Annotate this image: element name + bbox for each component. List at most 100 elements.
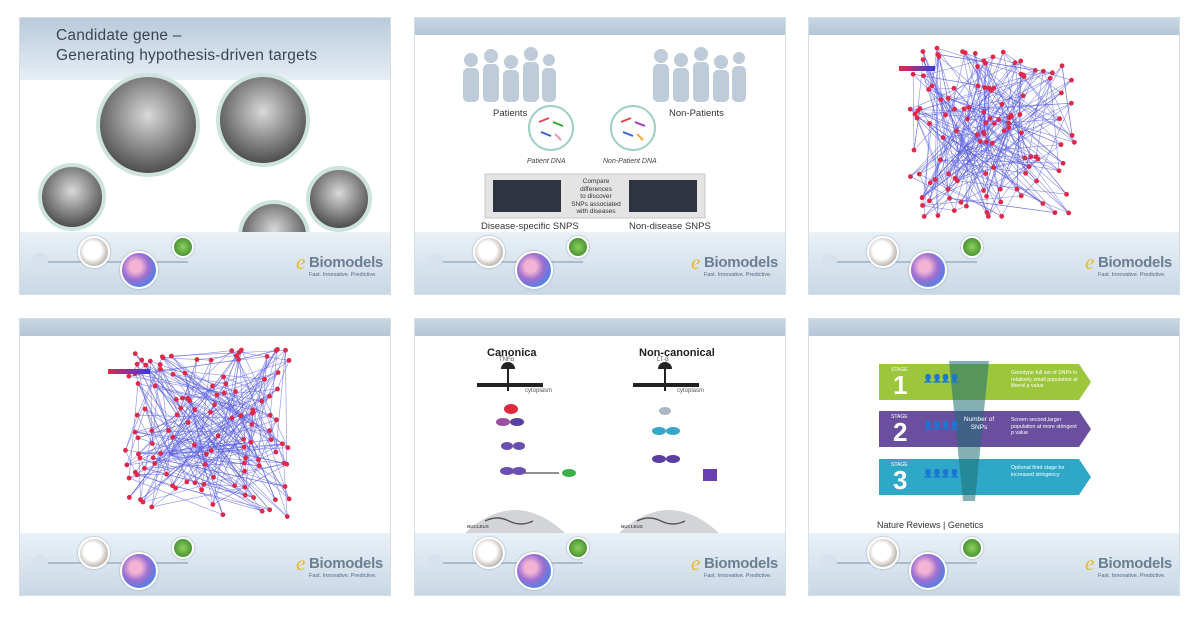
color-scale-bar bbox=[899, 66, 935, 71]
network-node bbox=[991, 121, 997, 126]
slide-footer: e Biomodels Fast. Innovative. Predictive… bbox=[415, 232, 785, 294]
network-node bbox=[934, 45, 940, 51]
network-node bbox=[267, 507, 273, 513]
network-node bbox=[947, 195, 952, 201]
network-node bbox=[173, 485, 178, 491]
network-node bbox=[945, 95, 951, 101]
network-node bbox=[185, 395, 190, 401]
network-node bbox=[275, 370, 281, 375]
network-node bbox=[1012, 60, 1018, 66]
network-node bbox=[273, 449, 279, 455]
network-node bbox=[236, 357, 242, 362]
network-node bbox=[179, 395, 185, 401]
nondisease-snps-caption: Non-disease SNPS bbox=[629, 221, 711, 232]
network-nodes bbox=[123, 347, 292, 519]
network-node bbox=[199, 487, 205, 493]
network-node bbox=[946, 171, 951, 177]
network-node bbox=[268, 437, 274, 443]
cell-thumbnail-icon bbox=[120, 552, 158, 590]
network-node bbox=[990, 54, 996, 60]
network-node bbox=[1023, 170, 1029, 176]
network-node bbox=[907, 106, 913, 112]
tnf-label: TNFα bbox=[499, 357, 515, 363]
nonpatients-silhouettes bbox=[653, 47, 746, 102]
mouse-thumbnail-icon bbox=[473, 236, 505, 268]
slide-thumbnail-3[interactable]: e Biomodels Fast. Innovative. Predictive… bbox=[809, 18, 1179, 294]
network-node bbox=[989, 88, 994, 94]
network-node bbox=[1066, 210, 1072, 216]
network-node bbox=[974, 132, 980, 138]
network-node bbox=[262, 376, 267, 382]
network-node bbox=[126, 495, 132, 500]
network-node bbox=[164, 471, 169, 477]
network-node bbox=[192, 480, 198, 486]
network-node bbox=[152, 461, 158, 466]
mouse-thumbnail-icon bbox=[867, 537, 899, 569]
network-node bbox=[927, 121, 932, 126]
network-node bbox=[170, 434, 176, 440]
logo-e-mark-icon: e bbox=[691, 250, 701, 274]
network-node bbox=[201, 481, 207, 487]
slide-thumbnail-6[interactable]: STAGE 1 👤👤👤👤 Genotype full set of SNPs i… bbox=[809, 319, 1179, 595]
slide-number-badge bbox=[427, 253, 443, 269]
network-node bbox=[194, 357, 200, 362]
network-node bbox=[1057, 116, 1063, 122]
network-node bbox=[220, 512, 226, 518]
network-node bbox=[910, 71, 916, 77]
network-node bbox=[243, 455, 249, 461]
biomodels-logo: e Biomodels Fast. Innovative. Predictive… bbox=[691, 250, 778, 284]
logo-tagline: Fast. Innovative. Predictive. bbox=[309, 272, 377, 278]
timeline-line bbox=[433, 562, 583, 564]
plant-thumbnail-icon bbox=[961, 537, 983, 559]
network-node bbox=[911, 147, 917, 153]
network-node bbox=[234, 353, 239, 359]
network-node bbox=[984, 139, 989, 145]
canonical-pathway-title: Canonica bbox=[487, 347, 537, 359]
network-node bbox=[981, 129, 986, 135]
slide-thumbnail-1[interactable]: Candidate gene – Generating hypothesis-d… bbox=[20, 18, 390, 294]
color-scale-bar bbox=[108, 369, 150, 374]
timeline-line bbox=[38, 261, 188, 263]
portrait-watson-crick bbox=[38, 163, 106, 231]
network-node bbox=[966, 105, 972, 110]
network-node bbox=[259, 508, 265, 514]
network-node bbox=[935, 51, 941, 57]
timeline-line bbox=[827, 261, 977, 263]
network-node bbox=[1034, 178, 1040, 184]
network-node bbox=[142, 406, 148, 412]
network-node bbox=[927, 198, 932, 204]
network-node bbox=[915, 108, 921, 114]
network-node bbox=[147, 358, 153, 364]
slide-number-badge bbox=[821, 253, 837, 269]
network-node bbox=[267, 428, 272, 434]
slide-footer: e Biomodels Fast. Innovative. Predictive… bbox=[20, 232, 390, 294]
slide-number-badge bbox=[32, 253, 48, 269]
network-node bbox=[210, 383, 215, 389]
slide-header bbox=[415, 319, 785, 336]
canonical-pathway bbox=[465, 362, 576, 533]
timeline-line bbox=[38, 562, 188, 564]
network-node bbox=[139, 357, 145, 363]
network-node bbox=[996, 117, 1002, 123]
network-node bbox=[937, 157, 943, 163]
network-node bbox=[221, 390, 227, 396]
patients-label: Patients bbox=[493, 108, 528, 119]
network-node bbox=[249, 421, 255, 427]
stage-2-arrow bbox=[879, 411, 1091, 447]
network-node bbox=[984, 193, 989, 199]
slide-thumbnail-2[interactable]: Patients Non-Patients Patient DNA Non-Pa… bbox=[415, 18, 785, 294]
network-node bbox=[284, 461, 290, 467]
slide-thumbnail-4[interactable]: e Biomodels Fast. Innovative. Predictive… bbox=[20, 319, 390, 595]
network-node bbox=[152, 383, 158, 389]
patient-dna-circle bbox=[528, 105, 574, 151]
network-node bbox=[919, 195, 925, 201]
network-node bbox=[135, 435, 141, 441]
mouse-thumbnail-icon bbox=[867, 236, 899, 268]
network-node bbox=[1069, 133, 1075, 138]
slide-thumbnail-5[interactable]: Canonica Non-canonical TNFα bbox=[415, 319, 785, 595]
network-node bbox=[208, 409, 213, 415]
network-node bbox=[192, 407, 198, 413]
logo-tagline: Fast. Innovative. Predictive. bbox=[1098, 272, 1166, 278]
network-node bbox=[1040, 201, 1046, 206]
network-node bbox=[1000, 49, 1006, 55]
